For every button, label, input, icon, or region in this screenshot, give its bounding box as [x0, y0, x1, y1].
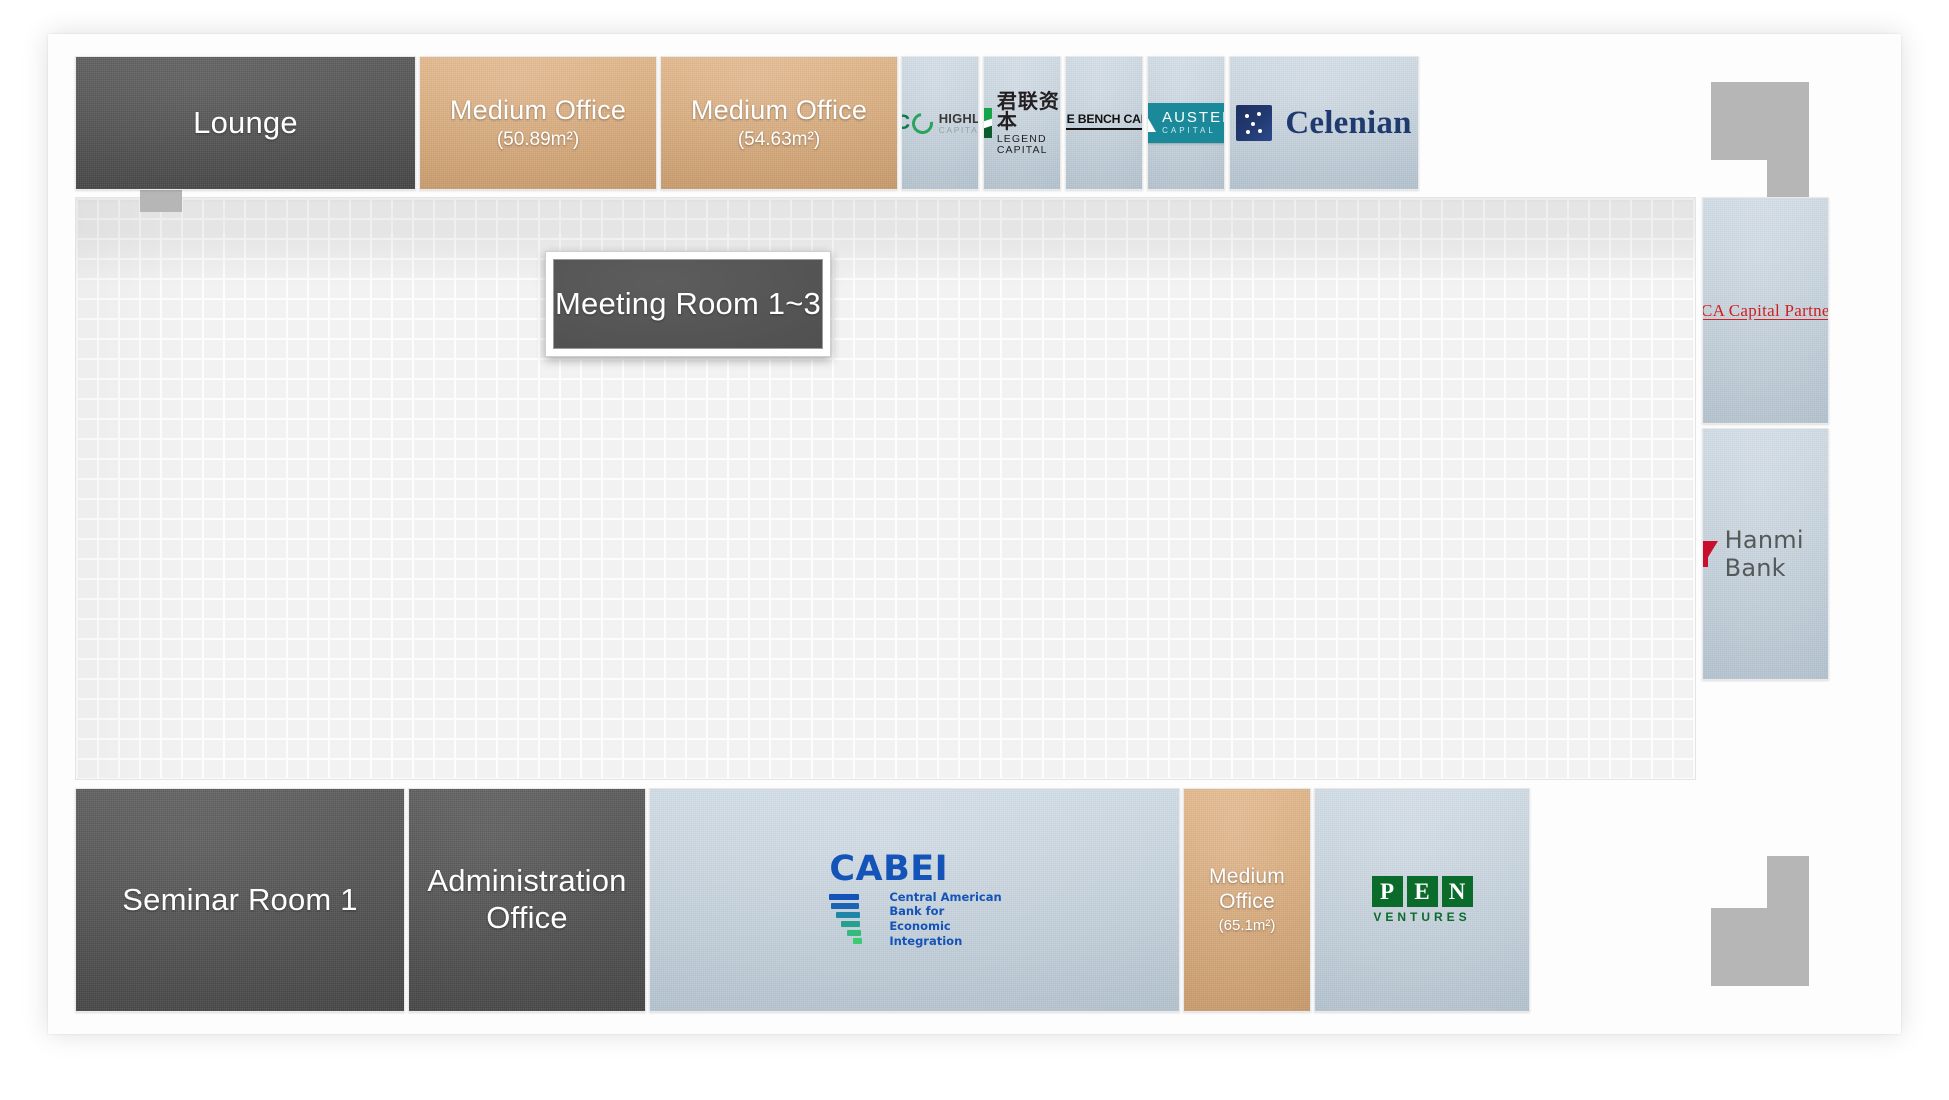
hlc-mark-text: HLC — [902, 111, 910, 135]
hanmi-mark-icon — [1703, 541, 1718, 567]
open-corridor-area — [75, 197, 1696, 780]
legend-mark-icon — [984, 108, 992, 138]
corner-accent-bottom-right-leg — [1767, 856, 1809, 986]
stone-bench-capital-logo-icon: STONE BENCH CAPITAL — [1066, 111, 1142, 135]
pen-ventures-logo-icon: P E N VENTURES — [1371, 876, 1473, 924]
room-medium-office-3[interactable]: Medium Office (65.1m²) — [1183, 788, 1311, 1012]
tenant-suite-highlight-capital[interactable]: HLC HIGHLIGHT CAPITAL — [901, 56, 979, 190]
floor-plan-plate: Lounge Medium Office (50.89m²) Medium Of… — [48, 34, 1901, 1034]
room-meeting-rooms[interactable]: Meeting Room 1~3 — [545, 251, 831, 357]
room-medium-office-1[interactable]: Medium Office (50.89m²) — [419, 56, 657, 190]
auster-line-1: AUSTER — [1162, 109, 1224, 126]
tenant-suite-stone-bench-capital[interactable]: STONE BENCH CAPITAL — [1065, 56, 1143, 190]
room-label: Medium Office (50.89m²) — [450, 95, 626, 151]
room-label: Lounge — [193, 105, 298, 142]
meeting-room-inner: Meeting Room 1~3 — [553, 259, 823, 349]
tenant-suite-auster-capital[interactable]: AUSTER CAPITAL — [1147, 56, 1225, 190]
room-name: Medium Office — [449, 94, 627, 125]
room-name: Meeting Room 1~3 — [555, 285, 821, 321]
hlc-line-1: HIGHLIGHT — [938, 110, 978, 126]
room-area: (50.89m²) — [496, 128, 580, 150]
auster-wordmark: AUSTER CAPITAL — [1162, 109, 1224, 135]
cabei-line-4: Integration — [889, 933, 963, 948]
pen-letter-blocks: P E N — [1371, 876, 1473, 907]
cabei-line-3: Economic — [889, 919, 951, 933]
room-lounge[interactable]: Lounge — [75, 56, 416, 190]
auster-capital-logo-icon: AUSTER CAPITAL — [1148, 103, 1224, 143]
tenant-suite-celenian[interactable]: Celenian — [1229, 56, 1419, 190]
cabei-fan-icon — [827, 890, 881, 944]
room-label: Medium Office (65.1m²) — [1184, 865, 1310, 934]
tenant-suite-pen-ventures[interactable]: P E N VENTURES — [1314, 788, 1530, 1012]
hanmi-wordmark: Hanmi Bank — [1724, 526, 1804, 582]
room-name: Seminar Room 1 — [122, 881, 358, 917]
tenant-suite-legend-capital[interactable]: 君联资本 LEGEND CAPITAL — [983, 56, 1061, 190]
room-label: Seminar Room 1 — [122, 882, 357, 919]
room-label: Meeting Room 1~3 — [555, 286, 821, 323]
hlc-wordmark: HIGHLIGHT CAPITAL — [938, 110, 979, 135]
pen-letter-e: E — [1406, 876, 1438, 907]
cabei-line-2: Bank for — [889, 904, 945, 919]
legend-capital-logo-icon: 君联资本 LEGEND CAPITAL — [984, 91, 1060, 155]
room-name: Medium Office — [690, 94, 868, 125]
pen-subtitle: VENTURES — [1373, 910, 1471, 924]
legend-chinese-name: 君联资本 — [996, 89, 1060, 133]
legend-english-name: LEGEND CAPITAL — [996, 133, 1048, 156]
room-label: Administration Office — [409, 863, 645, 936]
cabei-acronym: CABEI — [829, 848, 949, 889]
hlc-line-2: CAPITAL — [938, 124, 979, 135]
tenant-suite-kca-capital-partners[interactable]: KCA Capital Partners — [1702, 197, 1829, 424]
hlc-ring-icon — [907, 108, 937, 138]
cabei-logo-icon: CABEI Central American Bank for Economic — [827, 848, 1002, 949]
pen-letter-p: P — [1371, 876, 1403, 907]
auster-line-2: CAPITAL — [1162, 126, 1216, 135]
tenant-suite-cabei[interactable]: CABEI Central American Bank for Economic — [649, 788, 1180, 1012]
cabei-line-1: Central American — [889, 889, 1002, 904]
cabei-description: Central American Bank for Economic Integ… — [889, 890, 1001, 949]
room-area: (54.63m²) — [737, 128, 821, 150]
celenian-square-icon — [1236, 105, 1273, 141]
hanmi-bank-logo-icon: Hanmi Bank — [1703, 526, 1828, 582]
stone-bench-wordmark: STONE BENCH CAPITAL — [1066, 111, 1142, 126]
floor-tile-pattern — [76, 198, 1695, 779]
auster-triangle-icon — [1148, 113, 1157, 132]
cabei-logo-body: Central American Bank for Economic Integ… — [827, 890, 1002, 949]
room-administration-office[interactable]: Administration Office — [408, 788, 646, 1012]
celenian-wordmark: Celenian — [1285, 104, 1412, 141]
floor-shading — [76, 198, 1695, 779]
room-name: Lounge — [193, 104, 298, 140]
kca-capital-partners-logo-icon: KCA Capital Partners — [1702, 300, 1829, 321]
room-area: (65.1m²) — [1218, 916, 1276, 934]
tenant-suite-hanmi-bank[interactable]: Hanmi Bank — [1702, 428, 1829, 680]
kca-wordmark: KCA Capital Partners — [1702, 300, 1829, 320]
highlight-capital-logo-icon: HLC HIGHLIGHT CAPITAL — [902, 108, 979, 138]
room-name: Administration Office — [427, 863, 627, 935]
room-label: Medium Office (54.63m²) — [691, 95, 867, 151]
room-medium-office-2[interactable]: Medium Office (54.63m²) — [660, 56, 898, 190]
pen-letter-n: N — [1441, 876, 1473, 907]
stone-bench-bench-icon — [1066, 127, 1142, 135]
corner-accent-top-right-leg — [1767, 82, 1809, 212]
room-name: Medium Office — [1209, 865, 1285, 914]
room-seminar-room-1[interactable]: Seminar Room 1 — [75, 788, 405, 1012]
legend-wordmark: 君联资本 LEGEND CAPITAL — [997, 91, 1060, 155]
celenian-logo-icon: Celenian — [1236, 105, 1411, 142]
